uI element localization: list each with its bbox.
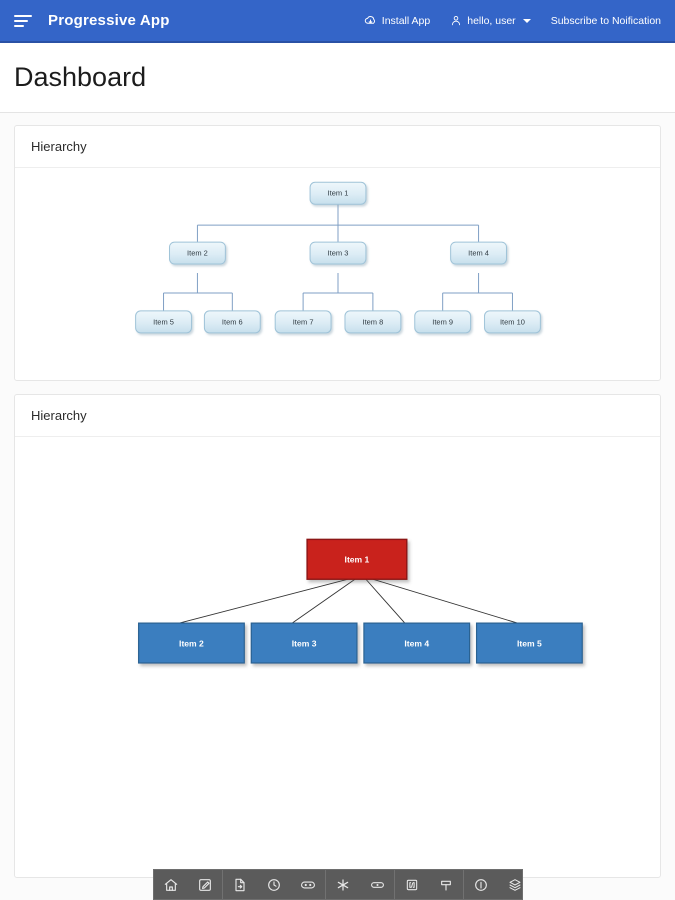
app-brand-title: Progressive App bbox=[48, 12, 170, 29]
pill-link-icon[interactable] bbox=[291, 870, 325, 899]
page-title: Dashboard bbox=[14, 62, 147, 92]
hierarchy-card-1: Hierarchy bbox=[14, 125, 661, 381]
svg-text:Item 3: Item 3 bbox=[328, 249, 349, 258]
tree-node[interactable]: Item 7 bbox=[274, 310, 332, 334]
toolbar-group-4 bbox=[395, 870, 464, 899]
tree-node[interactable]: Item 5 bbox=[475, 622, 583, 664]
flag-brush-icon[interactable] bbox=[429, 870, 463, 899]
user-menu-label: hello, user bbox=[467, 14, 516, 27]
tree-node[interactable]: Item 2 bbox=[138, 622, 245, 664]
card-1-title: Hierarchy bbox=[15, 126, 660, 168]
asterisk-burst-icon[interactable] bbox=[326, 870, 360, 899]
toolbar-group-2 bbox=[223, 870, 326, 899]
hierarchy-card-2: Hierarchy Item 1 bbox=[14, 394, 661, 878]
user-icon bbox=[450, 14, 462, 27]
tree-node[interactable]: Item 3 bbox=[309, 241, 367, 265]
svg-text:Item 5: Item 5 bbox=[517, 638, 542, 648]
capsule-icon[interactable] bbox=[360, 870, 394, 899]
svg-text:Item 6: Item 6 bbox=[222, 317, 243, 326]
tree-node[interactable]: Item 9 bbox=[414, 310, 472, 334]
svg-text:Item 5: Item 5 bbox=[153, 317, 174, 326]
app-header-actions: Install App hello, user Subscribe to Noi… bbox=[364, 14, 661, 27]
card-2-body: Item 1 Item 2 Item 3 Item 4 bbox=[15, 437, 660, 877]
diagram-toolbar[interactable] bbox=[153, 869, 523, 900]
diagram-2-nodes: Item 1 Item 2 Item 3 Item 4 bbox=[138, 538, 583, 664]
layers-settings-icon[interactable] bbox=[498, 870, 532, 899]
dashboard-content: Hierarchy bbox=[0, 113, 675, 900]
toolbar-group-3 bbox=[326, 870, 395, 899]
tree-node[interactable]: Item 8 bbox=[344, 310, 402, 334]
install-app-label: Install App bbox=[381, 14, 431, 27]
svg-text:Item 1: Item 1 bbox=[345, 555, 370, 565]
hierarchy-diagram-1[interactable]: Item 1 Item 2 Item 3 Item 4 bbox=[15, 168, 660, 380]
diagram-1-links bbox=[163, 204, 513, 311]
subscribe-notification-label: Subscribe to Noification bbox=[550, 14, 661, 27]
subscribe-notification-button[interactable]: Subscribe to Noification bbox=[551, 15, 661, 27]
svg-text:Item 3: Item 3 bbox=[292, 638, 317, 648]
tree-node[interactable]: Item 1 bbox=[309, 181, 367, 205]
card-1-body: Item 1 Item 2 Item 3 Item 4 bbox=[15, 168, 660, 380]
card-2-title: Hierarchy bbox=[15, 395, 660, 437]
app-header: Progressive App Install App hello, user bbox=[0, 0, 675, 43]
toolbar-group-5 bbox=[464, 870, 532, 899]
hierarchy-diagram-2[interactable]: Item 1 Item 2 Item 3 Item 4 bbox=[15, 437, 660, 877]
svg-text:Item 4: Item 4 bbox=[404, 638, 429, 648]
hamburger-icon[interactable] bbox=[14, 11, 34, 31]
page-title-bar: Dashboard bbox=[0, 43, 675, 113]
toolbar-group-1 bbox=[154, 870, 223, 899]
tree-node[interactable]: Item 3 bbox=[250, 622, 358, 664]
tree-node[interactable]: Item 5 bbox=[135, 310, 192, 334]
tree-node-root[interactable]: Item 1 bbox=[306, 538, 408, 580]
cloud-download-icon bbox=[364, 14, 377, 27]
tree-node[interactable]: Item 4 bbox=[363, 622, 471, 664]
bracket-box-icon[interactable] bbox=[395, 870, 429, 899]
svg-text:Item 1: Item 1 bbox=[328, 189, 349, 198]
svg-text:Item 2: Item 2 bbox=[179, 638, 204, 648]
edit-square-icon[interactable] bbox=[188, 870, 222, 899]
chevron-down-icon bbox=[522, 18, 531, 23]
install-app-button[interactable]: Install App bbox=[364, 14, 430, 27]
tree-node[interactable]: Item 4 bbox=[450, 241, 507, 265]
svg-text:Item 7: Item 7 bbox=[293, 317, 314, 326]
diagram-2-links bbox=[179, 578, 518, 624]
svg-text:Item 9: Item 9 bbox=[432, 317, 453, 326]
home-icon[interactable] bbox=[154, 870, 188, 899]
info-circle-icon[interactable] bbox=[464, 870, 498, 899]
svg-text:Item 2: Item 2 bbox=[187, 249, 208, 258]
tree-node[interactable]: Item 2 bbox=[169, 241, 226, 265]
svg-text:Item 10: Item 10 bbox=[500, 317, 525, 326]
user-menu-button[interactable]: hello, user bbox=[450, 14, 531, 27]
svg-text:Item 4: Item 4 bbox=[468, 249, 489, 258]
diagram-1-nodes: Item 1 Item 2 Item 3 Item 4 bbox=[135, 181, 541, 334]
tree-node[interactable]: Item 10 bbox=[484, 310, 541, 334]
clock-icon[interactable] bbox=[257, 870, 291, 899]
tree-node[interactable]: Item 6 bbox=[203, 310, 261, 334]
svg-text:Item 8: Item 8 bbox=[363, 317, 384, 326]
page-export-icon[interactable] bbox=[223, 870, 257, 899]
